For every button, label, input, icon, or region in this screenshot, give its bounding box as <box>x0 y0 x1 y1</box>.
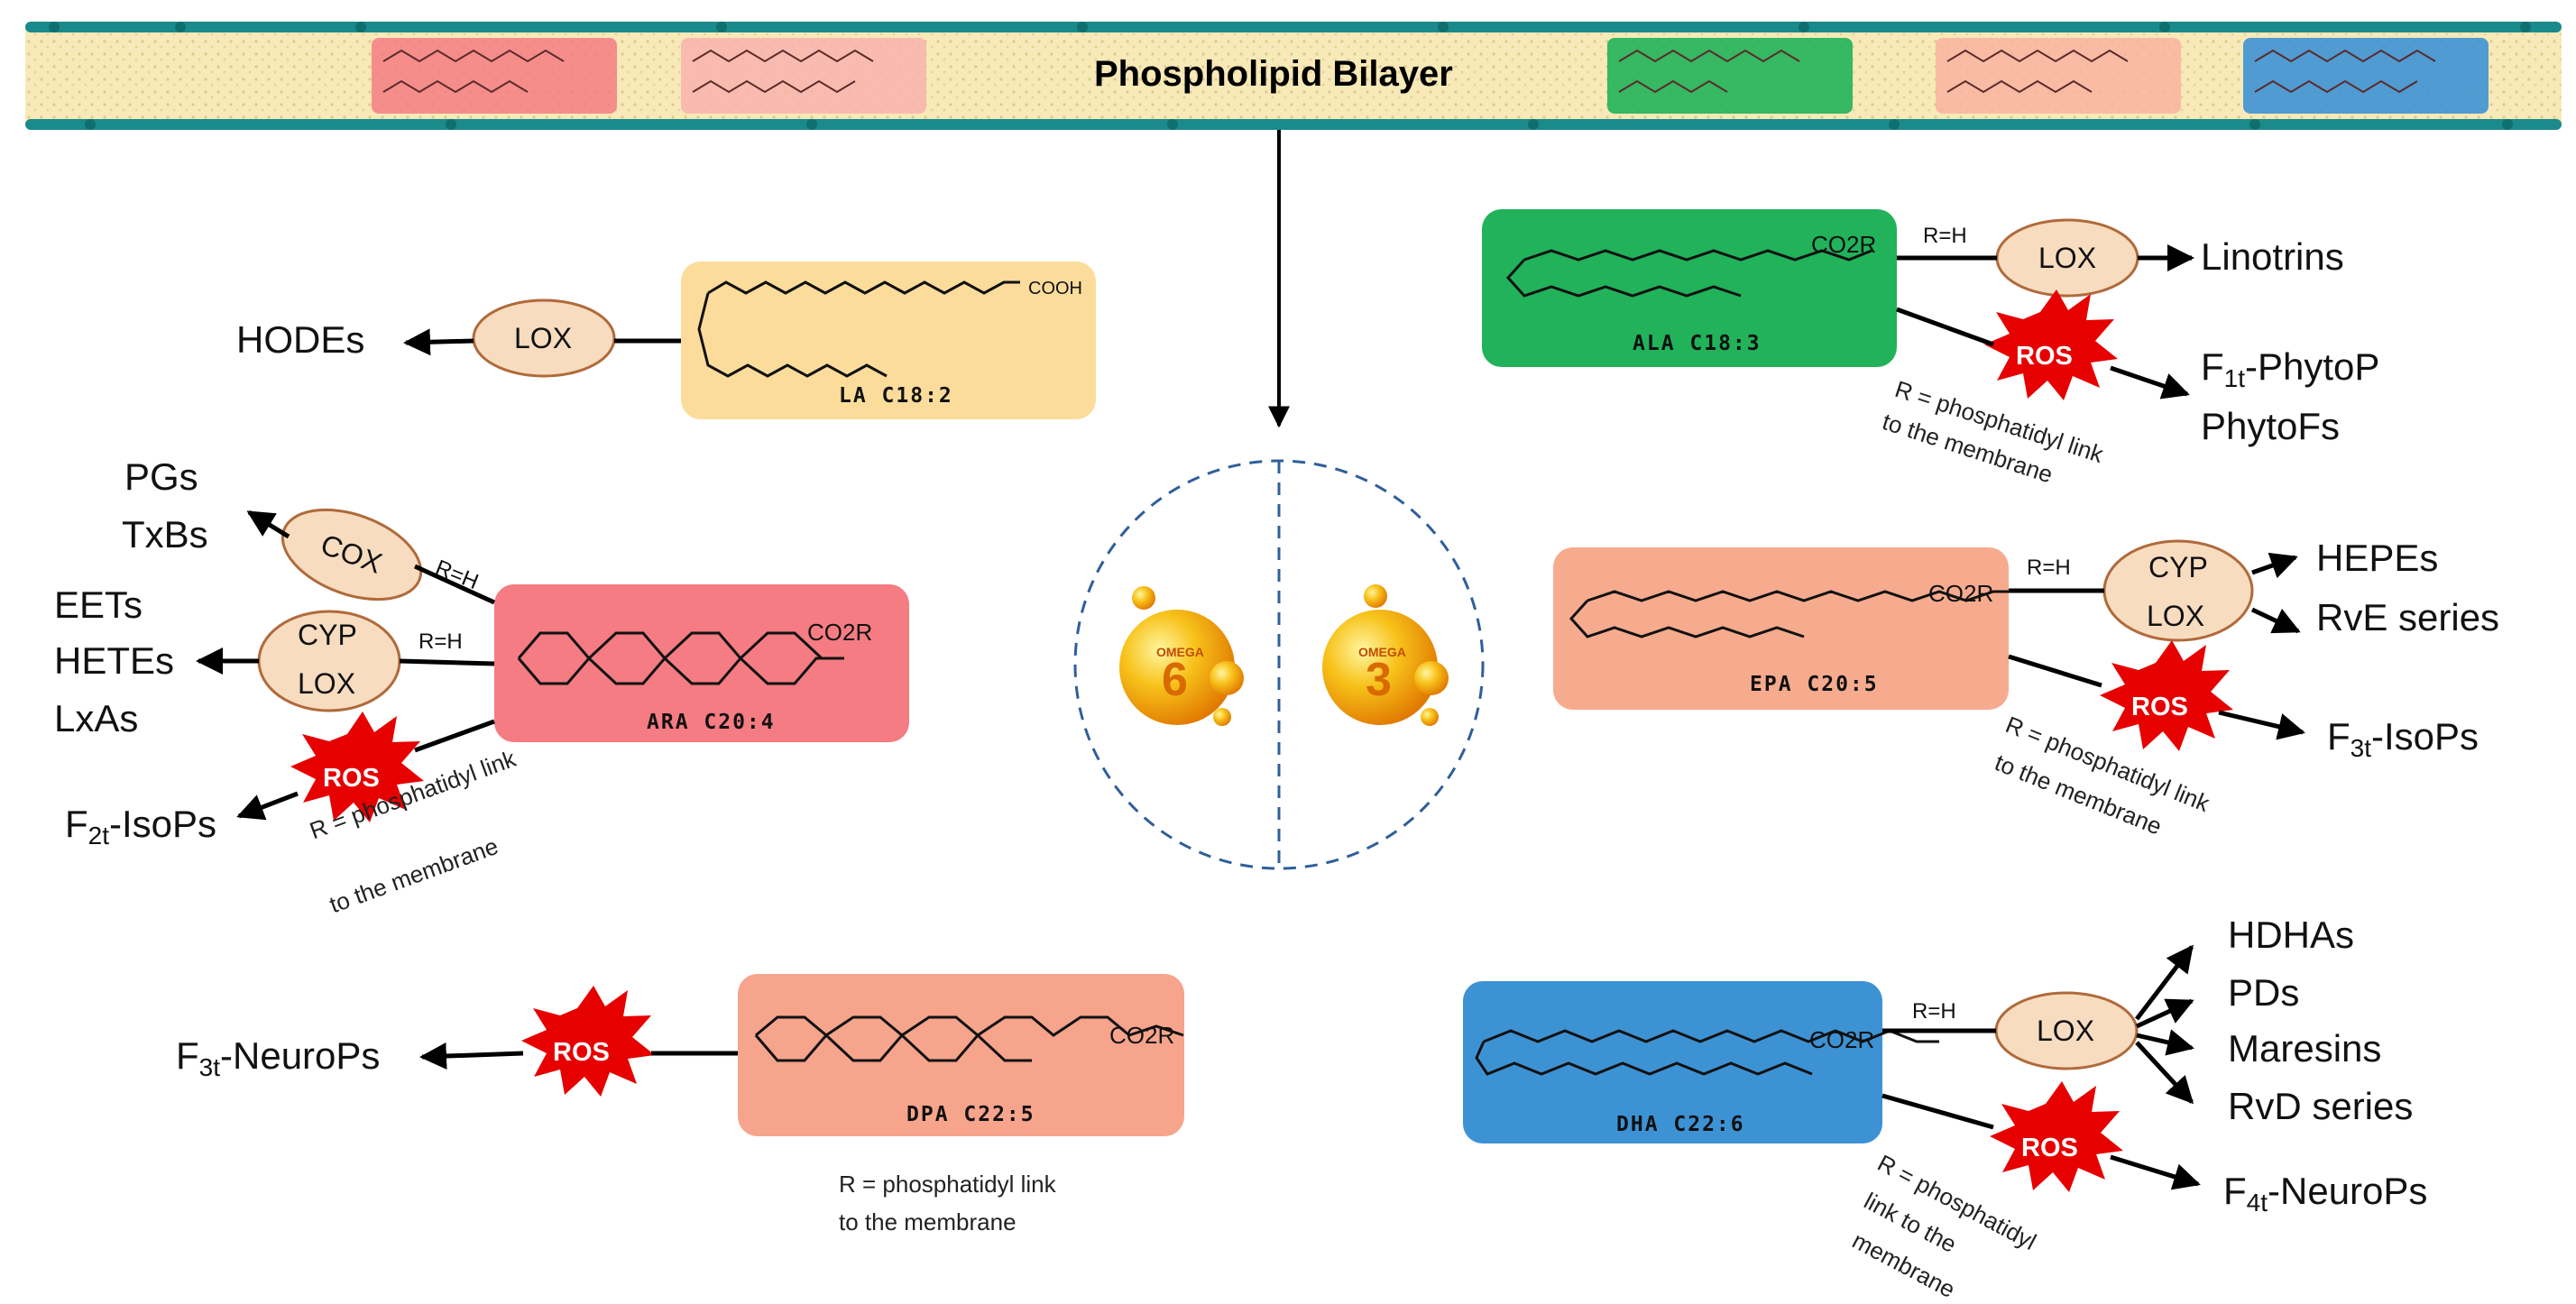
product-txbs: TxBs <box>122 513 208 556</box>
dha-label: DHA C22:6 <box>1616 1113 1745 1136</box>
epa-co2r: CO2R <box>1928 580 1994 607</box>
f1t-suffix: -PhytoP <box>2245 345 2380 388</box>
omega-3-word: OMEGA <box>1358 645 1406 659</box>
ara-cox-label: COX <box>316 528 387 580</box>
product-hepes: HEPEs <box>2316 537 2439 579</box>
la-box <box>681 262 1096 419</box>
f4t-subscript: 4t <box>2246 1189 2268 1217</box>
la-cooh: COOH <box>1028 279 1082 298</box>
f4t-suffix: -NeuroPs <box>2268 1170 2428 1212</box>
epa-ros-label: ROS <box>2131 693 2188 721</box>
epa-lox-label: LOX <box>2147 600 2205 632</box>
product-rvd-series: RvD series <box>2228 1085 2414 1127</box>
product-rve-series: RvE series <box>2316 596 2500 638</box>
dpa-note-line2: to the membrane <box>839 1208 1017 1235</box>
dpa-co2r: CO2R <box>1109 1022 1175 1049</box>
ara-co2r: CO2R <box>807 619 873 646</box>
ala-box <box>1482 209 1897 367</box>
la-lox-label: LOX <box>514 322 573 354</box>
product-phytofs: PhytoFs <box>2201 405 2341 447</box>
bilayer-title: Phospholipid Bilayer <box>1094 54 1453 94</box>
dpa-label: DPA C22:5 <box>906 1103 1035 1126</box>
ara-box <box>494 584 909 742</box>
dpa-ros-star <box>521 986 655 1097</box>
f1t-prefix: F <box>2201 345 2224 388</box>
omega-3-number: 3 <box>1366 654 1392 706</box>
omega-circle <box>1073 459 1485 870</box>
ala-label: ALA C18:3 <box>1633 332 1762 355</box>
la-label: LA C18:2 <box>839 384 953 408</box>
product-eets: EETs <box>54 583 143 626</box>
phospholipid-bilayer <box>25 22 2562 130</box>
ros-stars <box>290 289 2233 1192</box>
ara-lox-label: LOX <box>298 667 356 700</box>
product-f3t-neurops: F3t-NeuroPs <box>176 1037 380 1080</box>
product-linotrins: Linotrins <box>2201 235 2344 278</box>
la-lox-enzyme <box>472 298 616 378</box>
product-pgs: PGs <box>124 455 198 498</box>
ara-ros-label: ROS <box>323 764 380 793</box>
f3t-neuro-prefix: F <box>176 1034 199 1077</box>
dha-ros-star <box>1990 1081 2123 1192</box>
ala-lox-label: LOX <box>2038 242 2097 274</box>
epa-label: EPA C20:5 <box>1750 673 1879 696</box>
product-f4t-neurops: F4t-NeuroPs <box>2223 1172 2427 1216</box>
f2t-suffix: -IsoPs <box>109 803 217 845</box>
ara-cyp-label: CYP <box>298 619 357 651</box>
f3t-neuro-suffix: -NeuroPs <box>220 1034 381 1077</box>
product-f1t-phytop: F1t-PhytoP <box>2201 348 2379 391</box>
ala-rh: R=H <box>1923 224 1967 248</box>
f3t-neuro-subscript: 3t <box>198 1053 221 1081</box>
pathway-arrows <box>196 244 2305 1190</box>
product-lxas: LxAs <box>54 697 139 739</box>
epa-cyp-label: CYP <box>2148 551 2208 583</box>
f4t-prefix: F <box>2223 1170 2247 1212</box>
product-f3t-isops: F3t-IsoPs <box>2327 718 2479 761</box>
epa-ros-star <box>2100 640 2233 751</box>
f1t-subscript: 1t <box>2223 364 2246 392</box>
ara-note-line1: R = phosphatidyl link <box>306 744 520 845</box>
product-pds: PDs <box>2228 971 2300 1014</box>
ara-cyp-rh: R=H <box>419 629 463 654</box>
omega-6-number: 6 <box>1162 654 1188 706</box>
omega-6-word: OMEGA <box>1156 645 1204 659</box>
product-maresins: Maresins <box>2228 1027 2382 1070</box>
dpa-note-line1: R = phosphatidyl link <box>839 1171 1056 1198</box>
ara-note-line2: to the membrane <box>326 831 502 919</box>
dha-box <box>1463 981 1882 1143</box>
ara-cox-rh: R=H <box>431 555 483 595</box>
ala-co2r: CO2R <box>1811 231 1877 258</box>
dha-rh: R=H <box>1912 999 1956 1024</box>
f2t-subscript: 2t <box>87 822 110 849</box>
omega-3-capsule <box>1322 610 1438 725</box>
ara-ros-star <box>290 712 424 822</box>
f3t-iso-subscript: 3t <box>2350 734 2372 762</box>
chemical-structures <box>517 249 2016 1076</box>
f3t-iso-prefix: F <box>2327 715 2351 758</box>
ara-cox-enzyme <box>281 508 423 601</box>
product-hetes: HETEs <box>54 639 175 682</box>
f2t-prefix: F <box>65 803 88 845</box>
dha-co2r: CO2R <box>1809 1026 1875 1053</box>
epa-rh: R=H <box>2027 556 2071 580</box>
ara-label: ARA C20:4 <box>647 711 776 734</box>
dha-lox-label: LOX <box>2037 1015 2095 1047</box>
product-hodes: HODEs <box>236 318 365 361</box>
dpa-ros-label: ROS <box>553 1038 610 1067</box>
dha-ros-label: ROS <box>2021 1134 2078 1162</box>
product-f2t-isops: F2t-IsoPs <box>65 805 216 849</box>
product-hdhas: HDHAs <box>2228 914 2355 956</box>
omega-6-capsule <box>1119 610 1235 725</box>
f3t-iso-suffix: -IsoPs <box>2371 715 2479 758</box>
ala-ros-star <box>1984 289 2118 400</box>
ala-ros-label: ROS <box>2016 342 2073 371</box>
